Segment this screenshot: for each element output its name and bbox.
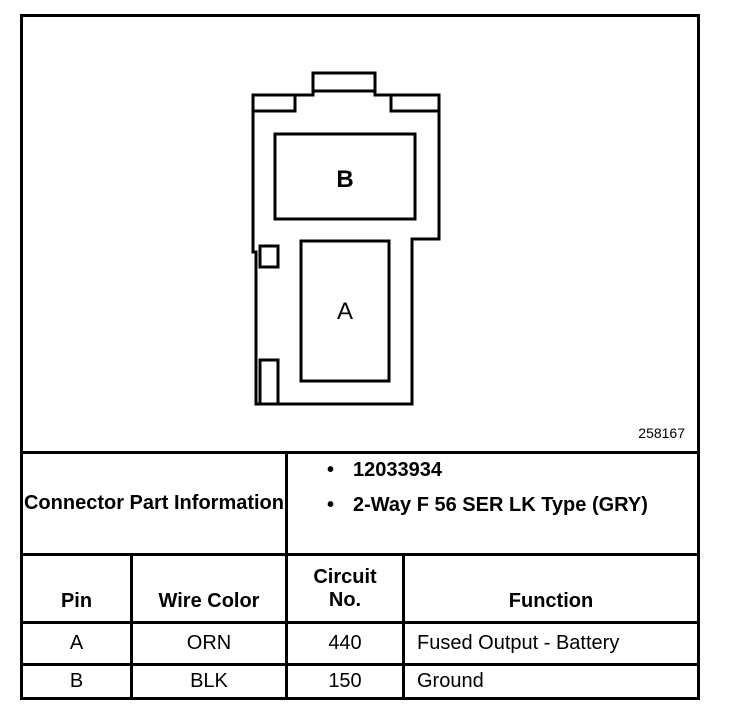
latch-tab [311,71,377,93]
rule-info [23,553,697,556]
left-ledge [253,95,297,113]
connector-description: 2-Way F 56 SER LK Type (GRY) [353,494,648,516]
rule-col-2 [285,451,288,697]
connector-info-details: • 12033934 • 2-Way F 56 SER LK Type (GRY… [327,457,693,519]
row-b-function: Ground [417,670,484,692]
header-function: Function [508,590,594,612]
cavity-a [299,239,391,383]
side-key-upper [258,244,280,269]
header-circuit: Circuit No. [313,565,377,611]
cavity-b-label: B [336,166,353,193]
rule-header [23,621,697,624]
right-ledge [389,95,439,113]
description-item: • 2-Way F 56 SER LK Type (GRY) [327,492,693,519]
row-a-function: Fused Output - Battery [417,632,620,654]
part-number-item: • 12033934 [327,457,693,484]
rule-top [23,451,697,454]
connector-frame: B A 258167 Connector Part Information • … [20,14,700,700]
figure-number: 258167 [638,425,685,441]
part-number: 12033934 [353,459,442,481]
row-a-wire-color: ORN [186,632,232,654]
connector-face-diagram: B A [251,71,441,406]
row-b-wire-color: BLK [190,670,228,692]
row-a-pin: A [69,632,84,654]
connector-info-label: Connector Part Information [23,492,284,514]
header-pin: Pin [60,590,93,612]
rule-row-a [23,663,697,666]
side-key-lower [258,358,280,406]
rule-col-3 [402,553,405,697]
header-wire-color: Wire Color [158,590,260,612]
connector-body-outline [251,71,441,406]
rule-col-1 [130,553,133,697]
row-b-circuit: 150 [328,670,362,692]
row-a-circuit: 440 [328,632,362,654]
cavity-a-label: A [337,298,353,325]
cavity-b [273,132,417,221]
row-b-pin: B [69,670,84,692]
